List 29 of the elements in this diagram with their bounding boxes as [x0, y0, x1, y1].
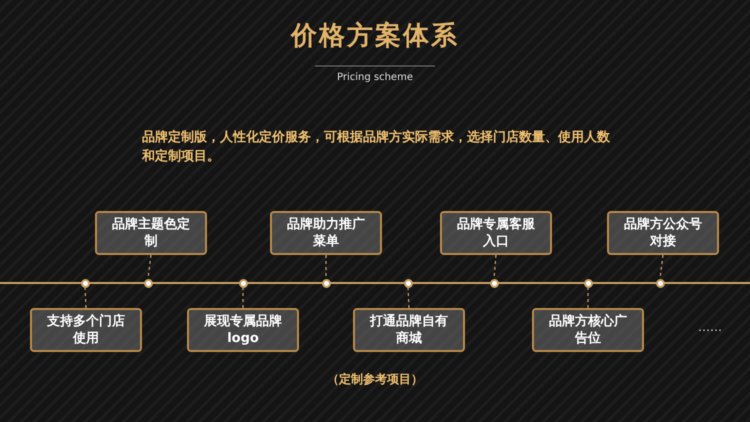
feature-card: 展现专属品牌logo — [187, 308, 299, 352]
leader-line — [407, 287, 410, 308]
timeline-dot — [584, 278, 592, 288]
title: 价格方案体系 — [289, 20, 460, 53]
ellipsis: …… — [698, 320, 722, 334]
feature-card: 品牌方核心广告位 — [532, 308, 644, 352]
timeline-dot — [656, 278, 664, 288]
leader-line — [147, 254, 152, 279]
timeline-dot — [404, 278, 412, 288]
footnote: （定制参考项目） — [326, 371, 424, 388]
description-paragraph: 品牌定制版，人性化定价服务，可根据品牌方实际需求，选择门店数量、使用人数和定制项目。 — [142, 128, 611, 166]
timeline-dot — [322, 278, 330, 288]
feature-card: 品牌主题色定制 — [95, 211, 207, 255]
feature-card: 品牌助力推广菜单 — [270, 211, 382, 255]
feature-card: 品牌方公众号对接 — [607, 211, 719, 255]
leader-line — [493, 254, 497, 279]
feature-card: 打通品牌自有商城 — [353, 308, 465, 352]
subtitle: Pricing scheme — [336, 72, 414, 83]
leader-line — [659, 254, 664, 279]
leader-line — [84, 287, 87, 308]
timeline-dot — [144, 278, 152, 288]
timeline-dot — [238, 278, 248, 288]
leader-line — [325, 255, 327, 278]
timeline-dot — [80, 278, 90, 288]
feature-card: 品牌专属客服入口 — [440, 211, 552, 255]
leader-line — [587, 288, 589, 308]
feature-card: 支持多个门店使用 — [30, 308, 142, 352]
timeline-dot — [490, 278, 498, 288]
leader-line — [242, 288, 244, 308]
